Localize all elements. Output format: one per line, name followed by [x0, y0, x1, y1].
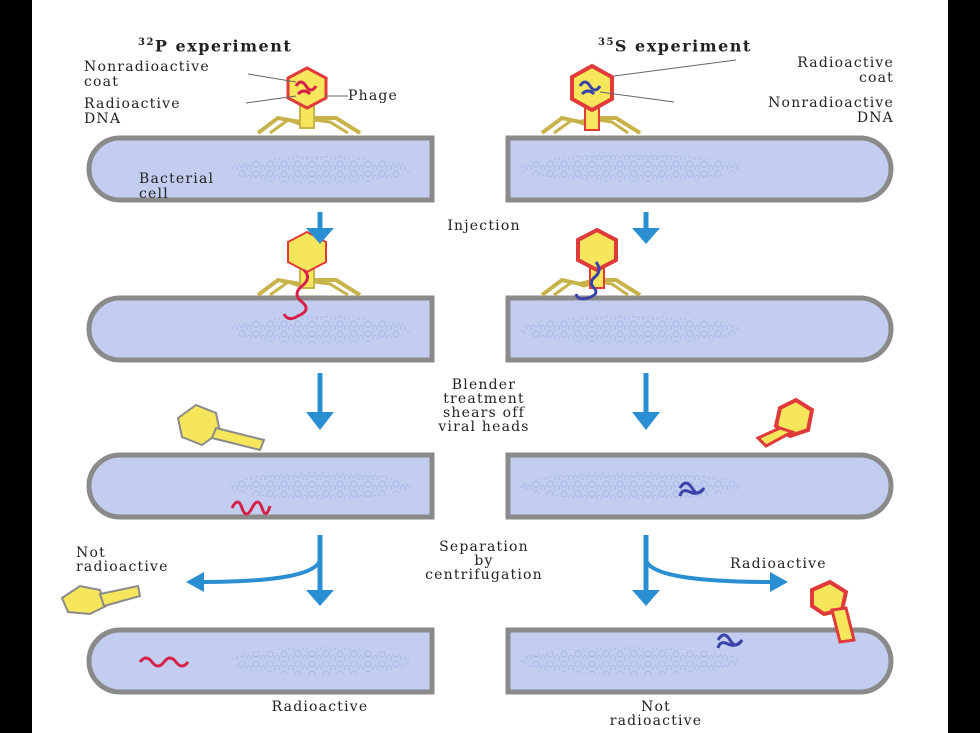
bacterial-cell-right-4 [505, 627, 894, 695]
label-leader-lines [245, 59, 737, 104]
nonradioactive-dna-row4 [716, 633, 744, 649]
label-radioactive-right-supernatant: Radioactive [730, 556, 827, 572]
bacterial-cell-left-1 [86, 135, 435, 203]
figure-panel [32, 0, 948, 733]
label-injection: Injection [447, 218, 521, 234]
sheared-head-right-1 [755, 397, 815, 448]
label-blender-1: Blender [451, 377, 517, 393]
label-separation-1: Separation [439, 539, 529, 555]
header-s35-text: S experiment [614, 36, 752, 56]
label-nonradioactive-dna-right-2: DNA [856, 110, 894, 126]
sheared-head-right-2 [810, 579, 856, 644]
arrow-injection-left [306, 212, 334, 244]
phage-right-attached [540, 63, 642, 135]
radioactive-dna-row3 [230, 500, 272, 516]
label-nonradioactive-coat-left-2: coat [84, 74, 120, 90]
label-separation-2: by [474, 553, 494, 569]
sheared-head-left-1 [176, 403, 266, 452]
label-blender-4: viral heads [438, 419, 530, 435]
label-phage: Phage [348, 88, 399, 104]
phage-left-attached [256, 66, 362, 135]
label-not-radioactive-left-1: Not [76, 545, 106, 561]
bacterial-cell-left-2 [86, 295, 435, 363]
header-s35-isotope: 35 [598, 37, 615, 48]
label-radioactive-dna-left-2: DNA [84, 111, 122, 127]
phage-right-injecting [540, 227, 642, 301]
arrow-centrifuge-right [632, 535, 788, 606]
label-radioactive-left-pellet: Radioactive [271, 699, 369, 715]
radioactive-dna-row4 [138, 656, 190, 668]
bacterial-cell-left-3 [86, 452, 435, 520]
bacterial-cell-right-3 [505, 452, 894, 520]
label-blender-3: shears off [443, 405, 525, 421]
header-p32-isotope: 32 [138, 37, 155, 48]
label-not-radioactive-right-1: Not [641, 699, 671, 715]
nonradioactive-dna-row3 [678, 481, 706, 497]
header-p32: 32P experiment [138, 36, 293, 56]
label-radioactive-dna-left-1: Radioactive [84, 96, 181, 112]
label-separation-3: centrifugation [425, 567, 543, 583]
label-not-radioactive-left-2: radioactive [76, 559, 169, 575]
phage-left-injecting [256, 230, 362, 321]
label-nonradioactive-dna-right-1: Nonradioactive [768, 95, 894, 111]
label-radioactive-coat-right-1: Radioactive [797, 55, 894, 71]
sheared-head-left-2 [60, 584, 142, 616]
header-s35: 35S experiment [598, 36, 752, 56]
label-radioactive-coat-right-2: coat [858, 70, 894, 86]
arrow-blender-right [632, 373, 660, 430]
label-nonradioactive-coat-left-1: Nonradioactive [84, 59, 210, 75]
label-bacterial-cell-1: Bacterial [139, 171, 215, 187]
arrow-centrifuge-left [186, 535, 334, 606]
header-p32-text: P experiment [154, 36, 293, 56]
label-not-radioactive-right-2: radioactive [609, 713, 703, 729]
arrow-blender-left [306, 373, 334, 430]
bacterial-cell-right-2 [505, 295, 894, 363]
arrow-injection-right [632, 212, 660, 244]
label-blender-2: treatment [443, 391, 525, 407]
label-bacterial-cell-2: cell [139, 186, 169, 202]
bacterial-cell-right-1 [505, 135, 894, 203]
bacterial-cell-left-4 [86, 627, 435, 695]
